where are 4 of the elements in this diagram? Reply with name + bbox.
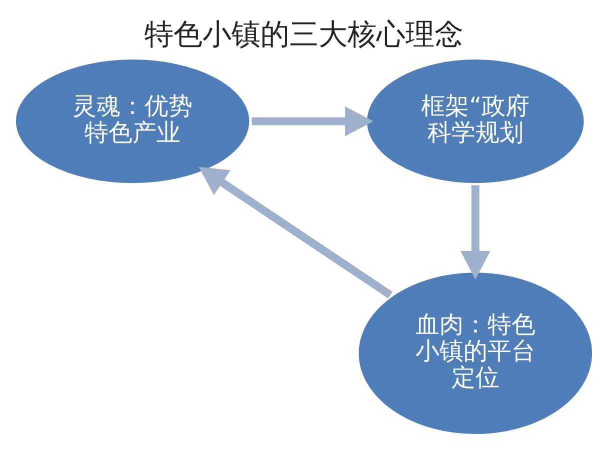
arrow [460, 185, 490, 280]
arrow [252, 106, 374, 136]
arrow [198, 166, 393, 298]
diagram-title: 特色小镇的三大核心理念 [144, 16, 464, 51]
